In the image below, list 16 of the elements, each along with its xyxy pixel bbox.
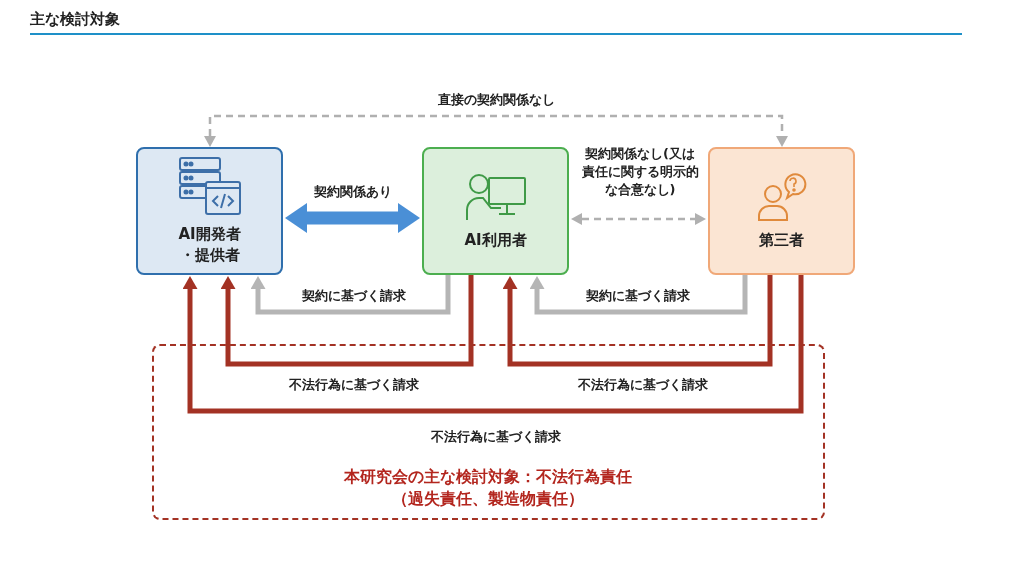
arrow: [250, 275, 451, 315]
dashed-arrow: [204, 114, 788, 147]
actor-box: [422, 147, 569, 275]
dashed-arrow: [571, 213, 706, 225]
arrow: [502, 275, 773, 367]
actor-label: 第三者: [759, 229, 804, 251]
arrow: [220, 275, 474, 367]
arrow: [182, 275, 804, 414]
actor-box: [136, 147, 283, 275]
actor-box: [708, 147, 855, 275]
arrow: [285, 203, 420, 233]
arrow: [529, 275, 748, 315]
actor-label: AI開発者・提供者: [177, 224, 242, 266]
scope-note: 本研究会の主な検討対象：不法行為責任（過失責任、製造物責任）: [343, 466, 633, 510]
actor-label: AI利用者: [464, 229, 527, 251]
title: 主な検討対象: [30, 9, 120, 30]
